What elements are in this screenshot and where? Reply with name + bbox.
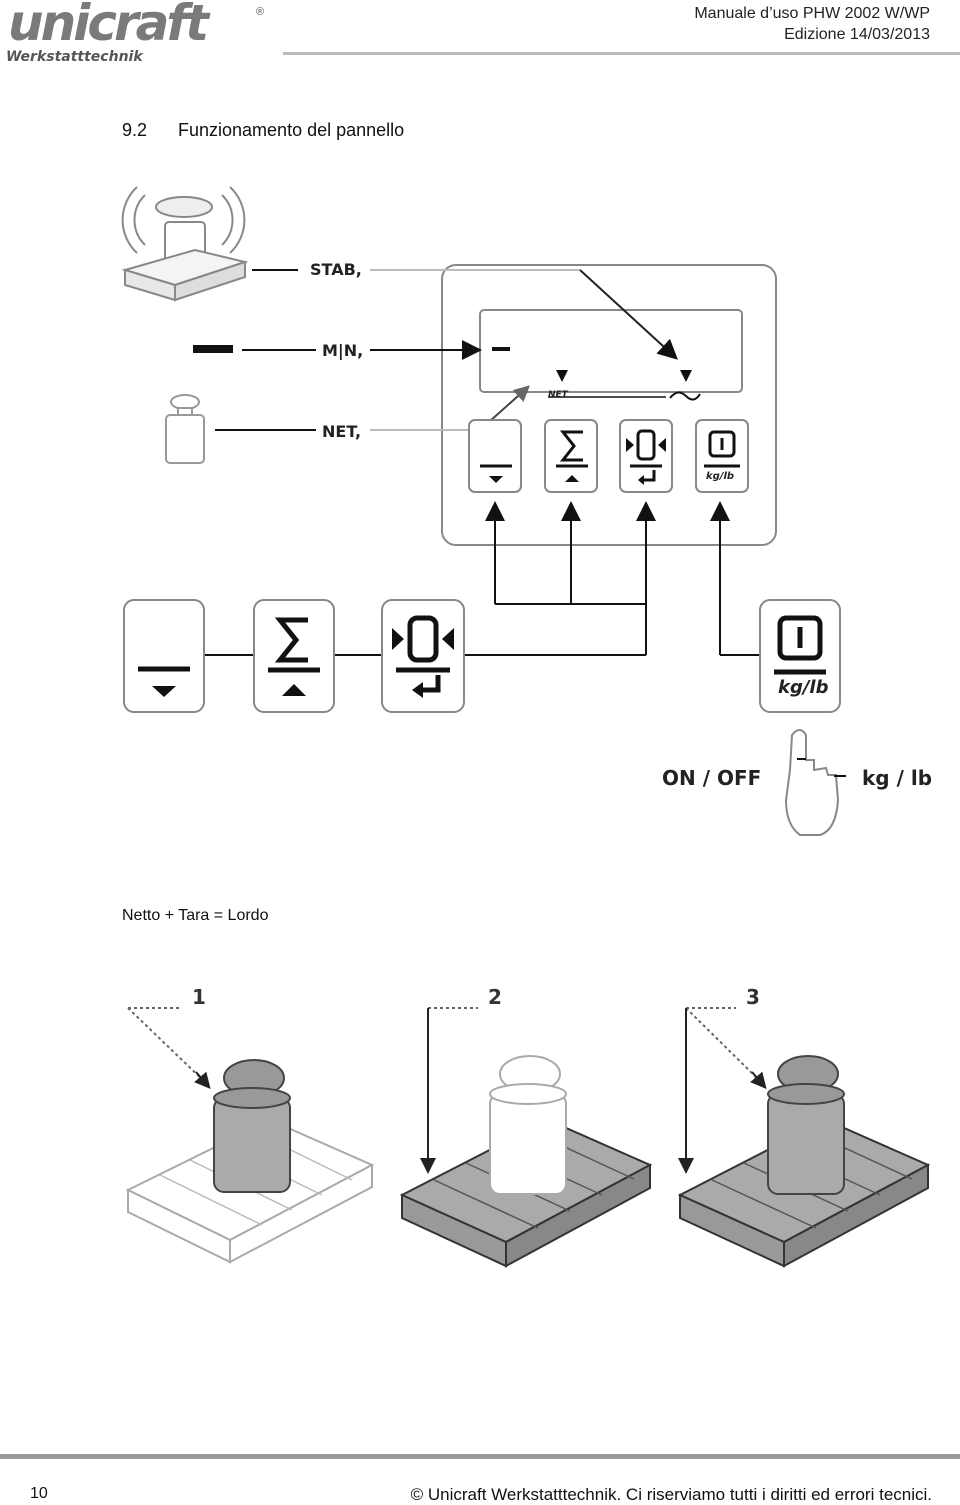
header-rule [283, 52, 960, 55]
formula-text: Netto + Tara = Lordo [122, 907, 269, 924]
step-number-3: 3 [746, 985, 760, 1009]
display-marker-stable [680, 370, 692, 382]
stable-tilde-icon [669, 391, 701, 401]
logo-subtitle: Werkstatttechnik [6, 49, 143, 65]
label-stab: STAB, [310, 260, 362, 279]
label-on-off: ON / OFF [662, 766, 762, 790]
label-mn: M|N, [322, 341, 364, 360]
display-window [479, 309, 743, 393]
footer-rule [0, 1454, 960, 1459]
vibrating-weight-icon [121, 186, 249, 302]
document-title: Manuale d’uso PHW 2002 W/WP [694, 5, 930, 22]
display-marker-net [556, 370, 568, 382]
display-net-label: NET [548, 390, 568, 400]
weight-icon [165, 394, 205, 464]
scale-panel-body [441, 264, 777, 546]
small-key-kglb-label: kg/lb [706, 471, 735, 482]
pointing-hand-icon [784, 729, 840, 836]
step3-gross-weight [677, 1055, 931, 1268]
large-key-kglb-label: kg/lb [778, 677, 829, 698]
section-number: 9.2 [122, 120, 148, 140]
copyright-notice: © Unicraft Werkstatttechnik. Ci riservia… [410, 1485, 932, 1504]
label-kg-lb: kg / lb [862, 766, 933, 790]
minus-sign-icon [193, 345, 233, 353]
small-keys [468, 419, 749, 493]
step1-weight-on-empty-pallet [125, 1059, 375, 1264]
logo-wordmark: unicraft [8, 0, 209, 52]
step2-tare-pallet [399, 1055, 653, 1268]
label-net: NET, [322, 422, 362, 441]
section-title: Funzionamento del pannello [178, 120, 405, 140]
registered-mark: ® [256, 6, 265, 18]
step-number-1: 1 [192, 985, 206, 1009]
large-keys [123, 599, 841, 713]
display-minus-indicator [492, 347, 510, 351]
page-number: 10 [30, 1485, 48, 1502]
document-edition: Edizione 14/03/2013 [784, 26, 930, 43]
step-number-2: 2 [488, 985, 502, 1009]
